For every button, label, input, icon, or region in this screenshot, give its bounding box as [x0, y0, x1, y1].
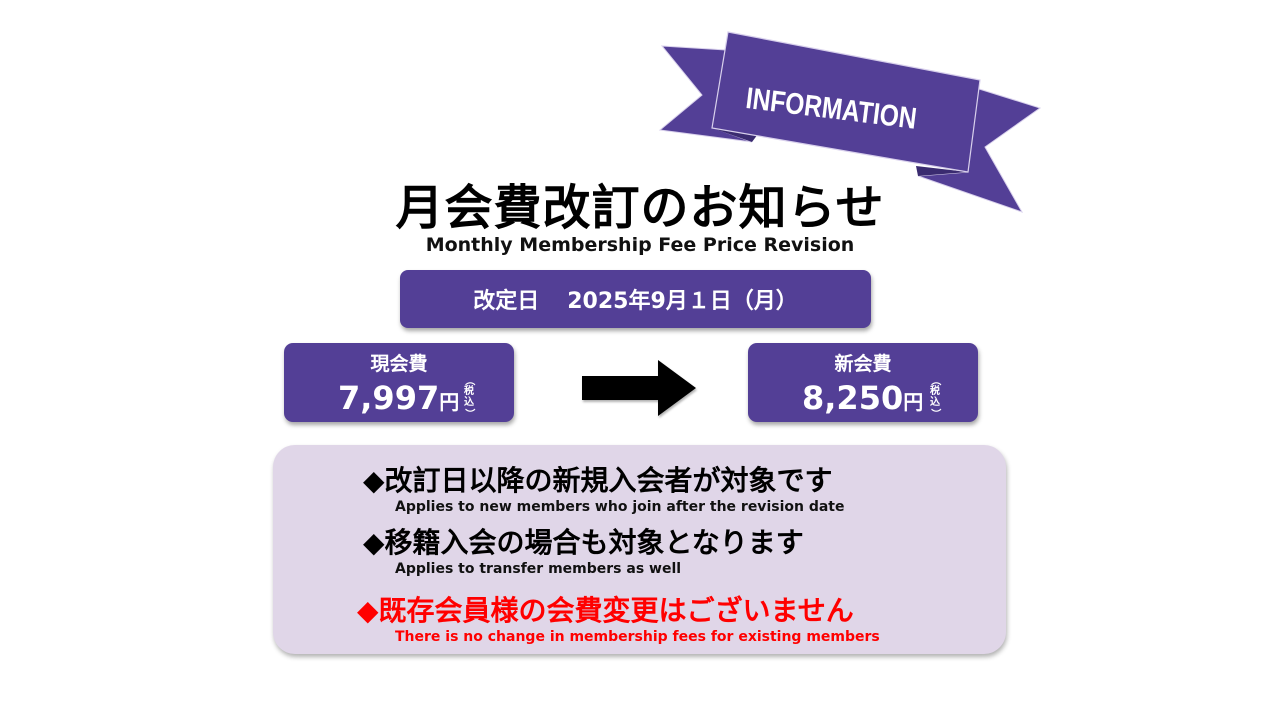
- ribbon-left-tail: [658, 45, 753, 143]
- note-transfer-members: ◆移籍入会の場合も対象となります Applies to transfer mem…: [363, 526, 804, 577]
- notes-panel: ◆改訂日以降の新規入会者が対象です Applies to new members…: [273, 445, 1006, 654]
- page-subtitle: Monthly Membership Fee Price Revision: [425, 234, 855, 256]
- current-fee-box: 現会費 7,997円 （ 税 込 ）: [284, 343, 514, 422]
- new-fee-tax-note: （ 税 込 ）: [929, 375, 941, 419]
- current-fee-amount: 7,997円: [338, 379, 459, 417]
- current-fee-tax-note: （ 税 込 ）: [463, 375, 475, 419]
- new-fee-amount: 8,250円: [802, 379, 923, 417]
- current-fee-number: 7,997: [338, 379, 440, 417]
- ribbon-label: INFORMATION: [743, 82, 919, 136]
- current-fee-label: 現会費: [370, 353, 428, 375]
- note-existing-members: ◆既存会員様の会費変更はございません There is no change in…: [357, 594, 880, 645]
- current-fee-unit: 円: [439, 390, 460, 414]
- page-title: 月会費改訂のお知らせ: [395, 180, 885, 236]
- note-new-members: ◆改訂日以降の新規入会者が対象です Applies to new members…: [363, 464, 845, 515]
- right-arrow-icon: [582, 360, 696, 416]
- new-fee-number: 8,250: [802, 379, 904, 417]
- new-fee-box: 新会費 8,250円 （ 税 込 ）: [748, 343, 978, 422]
- new-fee-unit: 円: [903, 390, 924, 414]
- new-fee-label: 新会費: [834, 353, 892, 375]
- revision-date-value: 2025年9月１日（月）: [567, 289, 798, 314]
- revision-date-box: 改定日 2025年9月１日（月）: [400, 270, 871, 328]
- revision-date-label: 改定日: [473, 289, 540, 314]
